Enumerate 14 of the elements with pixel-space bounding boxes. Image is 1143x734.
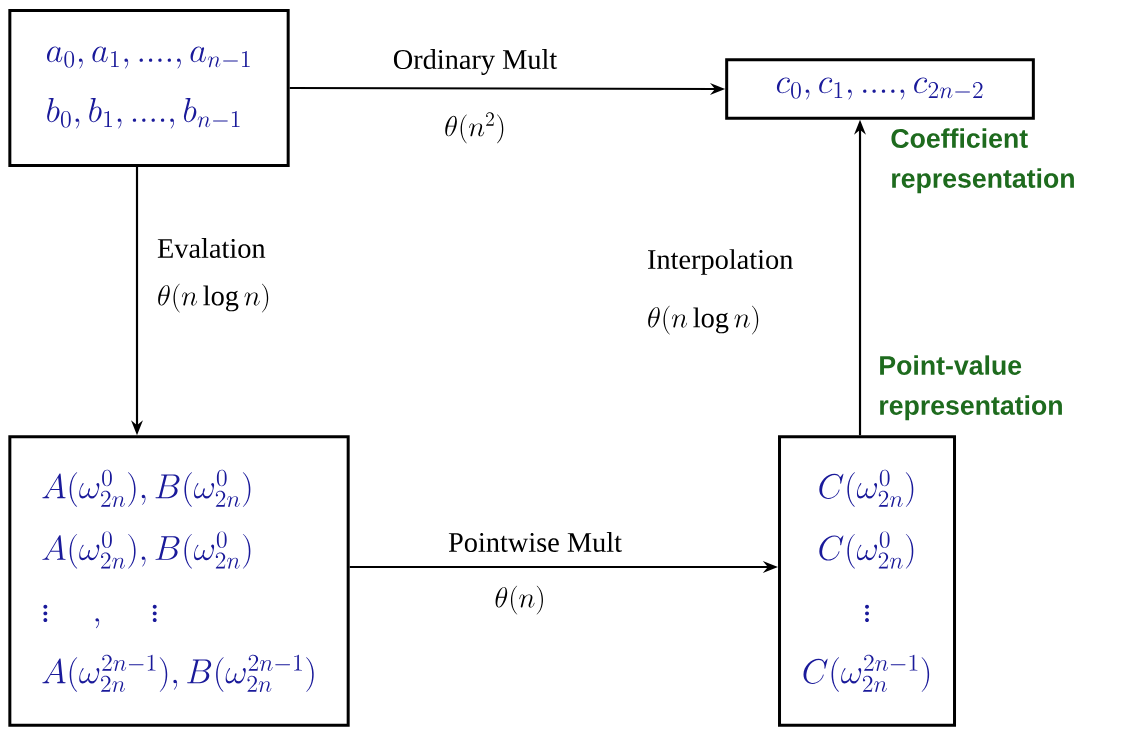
annotation-text: Coefficient representation	[891, 128, 1074, 194]
complexity-label: $\theta(n)$	[495, 585, 543, 615]
process-box: $A(\omega_{2n}^{0}),B(\omega_{2n}^{0})$ $A(\omega_{2n}^{0}),B(\omega_{2n}^{0})$ $\vdots\quad\;,\quad\;\vdots$ $A(\omega_{2n}^{2n-1}),B(\omega_{2n}^{2n-1})$	[8, 435, 350, 727]
annotation-text: Point-value representation	[880, 355, 1062, 421]
edge-label: Ordinary Mult	[393, 49, 558, 75]
process-box: $c_0,c_1,....,c_{2n-2}$	[725, 58, 1035, 120]
complexity-label: $\theta(n\log n)$	[648, 305, 759, 335]
complexity-label: $\theta(n^{2})$	[445, 112, 504, 144]
process-box: $C(\omega_{2n}^{0})$ $C(\omega_{2n}^{0})$ $\vdots$ $C(\omega_{2n}^{2n-1})$	[778, 435, 956, 727]
edge-label: Pointwise Mult	[448, 532, 622, 552]
edge-label: Evalation	[157, 238, 266, 258]
process-box: $a_0,a_1,....,a_{n-1}$ $b_0,b_1,....,b_{n-1}$	[8, 9, 290, 167]
edge-label: Interpolation	[648, 249, 793, 275]
complexity-label: $\theta(n\log n)$	[158, 283, 269, 313]
